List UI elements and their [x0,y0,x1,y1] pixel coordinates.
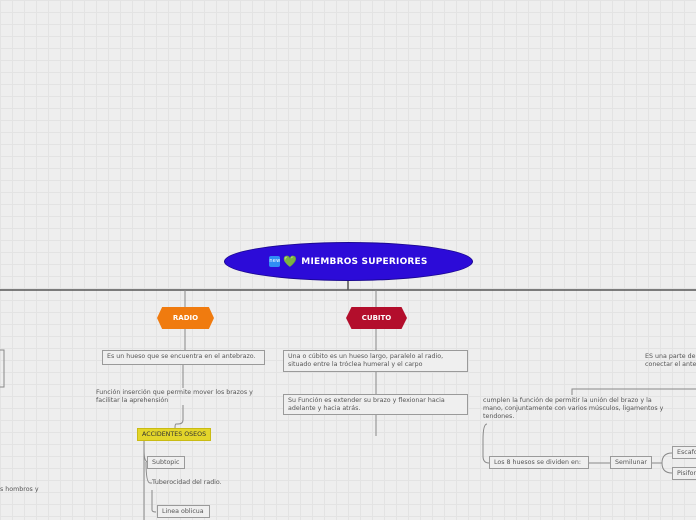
radio-function[interactable]: Función inserción que permite mover los … [96,389,253,404]
carpo-function[interactable]: cumplen la función de permitir la unión … [483,397,664,420]
radio-label: RADIO [172,314,199,322]
cubito-topic[interactable]: CUBITO [346,307,407,329]
new-icon: new [269,256,281,267]
radio-topic[interactable]: RADIO [157,307,214,329]
semilunar-node[interactable]: Semilunar [610,456,652,469]
cubito-description[interactable]: Una o cúbito es un hueso largo, paralelo… [283,350,468,372]
cubito-label: CUBITO [361,314,392,322]
central-topic[interactable]: new 💚 MIEMBROS SUPERIORES [224,242,473,281]
carpo-intro-clipped[interactable]: ES una parte de conectar el ante [645,353,696,368]
escafoides-node[interactable]: Escafo [672,446,696,459]
huesos-divide-node[interactable]: Los 8 huesos se dividen en: [489,456,589,469]
green-heart-icon: 💚 [283,255,298,268]
tuberosidad-node[interactable]: Tuberocidad del radio. [152,479,222,486]
central-topic-label: MIEMBROS SUPERIORES [301,256,428,267]
left-clipped-text[interactable]: s hombros y [0,486,39,493]
accidentes-oseos-topic[interactable]: ACCIDENTES OSEOS [137,428,212,441]
subtopic-node[interactable]: Subtopic [147,456,185,469]
radio-description[interactable]: Es un hueso que se encuentra en el anteb… [102,350,265,365]
pisiforme-node[interactable]: Pisifor [672,467,696,480]
linea-oblicua-node[interactable]: Linea oblicua [157,505,210,518]
cubito-function[interactable]: Su Función es extender su brazo y flexio… [283,394,468,415]
